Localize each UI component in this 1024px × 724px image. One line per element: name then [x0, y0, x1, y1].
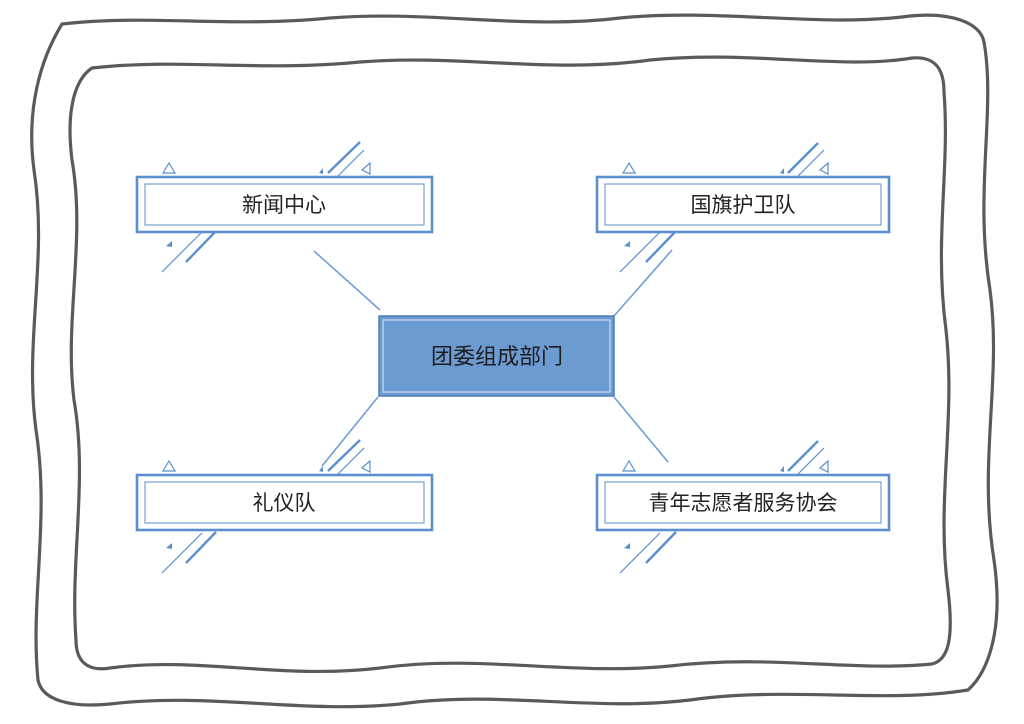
accent-slash-line — [645, 230, 677, 263]
accent-slash-line — [797, 447, 825, 475]
triangle-outline-icon — [818, 459, 829, 473]
triangle-filled-icon — [624, 543, 630, 549]
triangle-filled-icon — [780, 168, 784, 174]
triangle-outline-icon — [161, 459, 177, 472]
triangle-filled-icon — [166, 543, 172, 549]
triangle-filled-icon — [780, 466, 784, 472]
connector-volunteer — [613, 396, 669, 463]
accent-slash-line — [797, 149, 825, 177]
center-node[interactable]: 团委组成部门 — [378, 315, 615, 397]
triangle-filled-icon — [319, 168, 323, 174]
accent-slash-line — [185, 230, 217, 263]
outer-frame-border — [30, 13, 999, 709]
triangle-outline-icon — [621, 161, 637, 174]
accent-slash-line — [337, 447, 365, 475]
accent-slash-line — [185, 531, 217, 564]
node-news[interactable]: 新闻中心 — [135, 175, 434, 234]
triangle-filled-icon — [624, 241, 630, 247]
node-label-volunteer: 青年志愿者服务协会 — [649, 491, 838, 515]
triangle-outline-icon — [161, 161, 177, 174]
connector-etiquette — [321, 396, 379, 467]
node-flag-guard[interactable]: 国旗护卫队 — [595, 175, 891, 234]
accent-slash-line — [619, 231, 661, 273]
center-node-label: 团委组成部门 — [431, 345, 563, 370]
triangle-filled-icon — [166, 241, 172, 247]
accent-slash-line — [787, 440, 819, 472]
triangle-filled-icon — [319, 466, 323, 472]
accent-slash-line — [619, 532, 661, 574]
inner-frame-border — [68, 55, 952, 674]
node-label-flag-guard: 国旗护卫队 — [691, 193, 796, 217]
triangle-outline-icon — [360, 161, 371, 175]
connector-news — [313, 250, 381, 311]
triangle-outline-icon — [621, 459, 637, 472]
node-volunteer[interactable]: 青年志愿者服务协会 — [595, 473, 891, 532]
triangle-outline-icon — [360, 459, 371, 473]
accent-slash-line — [161, 231, 203, 273]
connector-flag — [613, 249, 673, 317]
accent-slash-line — [337, 149, 365, 177]
decorations — [161, 141, 829, 574]
accent-slash-line — [787, 142, 819, 174]
connectors — [313, 249, 673, 467]
accent-slash-line — [161, 532, 203, 574]
node-etiquette[interactable]: 礼仪队 — [135, 473, 434, 532]
triangle-outline-icon — [818, 161, 829, 175]
wavy-frame — [30, 13, 999, 709]
node-label-news: 新闻中心 — [242, 193, 326, 217]
accent-slash-line — [327, 439, 361, 472]
node-label-etiquette: 礼仪队 — [253, 491, 316, 515]
accent-slash-line — [327, 141, 361, 174]
accent-slash-line — [645, 531, 677, 564]
